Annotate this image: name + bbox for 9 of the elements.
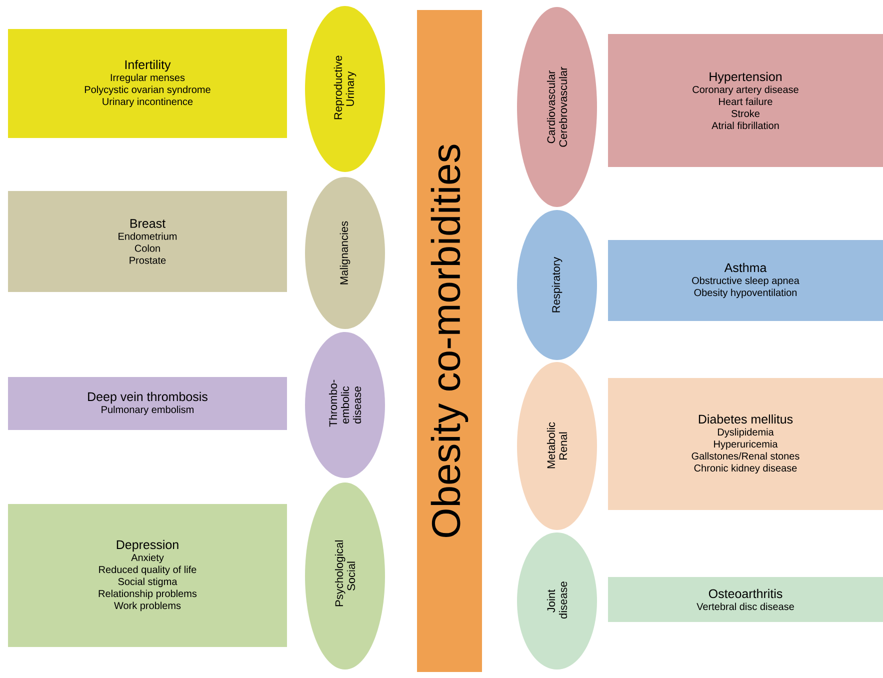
condition-box: Asthma Obstructive sleep apnea Obesity hypoventilation — [608, 240, 883, 321]
condition-box: Depression Anxiety Reduced quality of life Social stigma Relationship problems Work problems — [8, 504, 287, 647]
condition-box: Infertility Irregular menses Polycystic ovarian syndrome Urinary incontinence — [8, 29, 287, 138]
title-bar: Obesity co-morbidities — [417, 10, 482, 672]
condition-box: Diabetes mellitus Dyslipidemia Hyperuricemia Gallstones/Renal stones Chronic kidney disease — [608, 378, 883, 510]
condition-box: Deep vein thrombosis Pulmonary embolism — [8, 377, 287, 430]
condition-box: Breast Endometrium Colon Prostate — [8, 191, 287, 292]
condition-box: Hypertension Coronary artery disease Heart failure Stroke Atrial fibrillation — [608, 34, 883, 167]
condition-box: Osteoarthritis Vertebral disc disease — [608, 577, 883, 622]
